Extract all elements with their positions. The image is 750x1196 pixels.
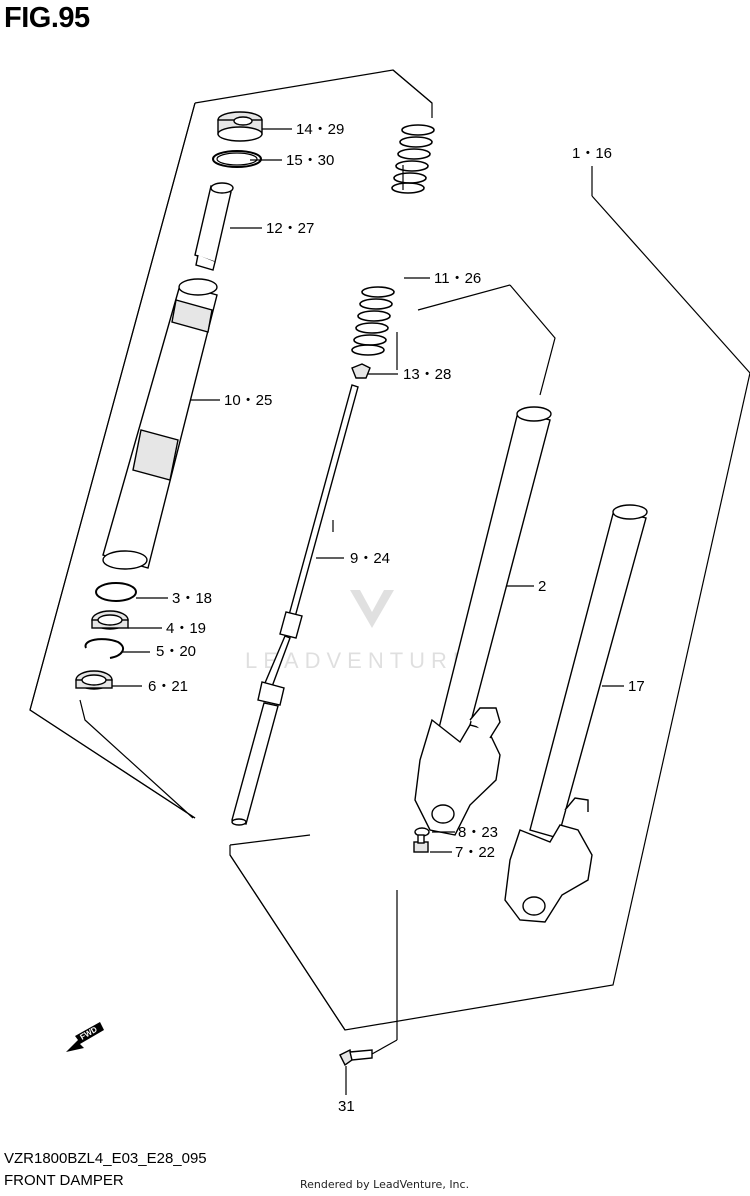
callout-9-24: 9・24 xyxy=(350,550,390,567)
callout-11-26: 11・26 xyxy=(434,270,481,287)
callout-1-16: 1・16 xyxy=(572,145,612,162)
part-inner-tube-left xyxy=(414,406,552,836)
part-damper-rod xyxy=(231,384,359,826)
part-dust-seal xyxy=(75,670,113,690)
left-group-outline xyxy=(29,102,196,819)
part-outer-tube xyxy=(102,278,218,570)
part-spacer xyxy=(194,182,234,271)
figure-title: FIG.95 xyxy=(4,2,90,34)
part-slide-ring xyxy=(95,582,137,602)
part-o-ring xyxy=(212,150,262,168)
part-inner-tube-right xyxy=(504,504,648,923)
middle-group-outline xyxy=(229,69,433,1031)
callout-12-27: 12・27 xyxy=(266,220,314,237)
callout-6-21: 6・21 xyxy=(148,678,188,695)
leader-lines xyxy=(112,128,624,1095)
callout-10-25: 10・25 xyxy=(224,392,272,409)
part-damper-bolt xyxy=(413,834,429,853)
callout-13-28: 13・28 xyxy=(403,366,451,383)
model-code: VZR1800BZL4_E03_E28_095 xyxy=(4,1150,207,1167)
render-credit: Rendered by LeadVenture, Inc. xyxy=(300,1178,470,1191)
callout-14-29: 14・29 xyxy=(296,121,344,138)
part-cap-bolt xyxy=(217,111,263,142)
part-lock-nut xyxy=(351,363,371,379)
fork-group-outline xyxy=(396,284,556,1010)
callout-3-18: 3・18 xyxy=(172,590,212,607)
fwd-arrow-icon: FWD xyxy=(66,1022,104,1052)
part-stopper-ring xyxy=(84,638,125,659)
part-clamp-bolt xyxy=(339,1048,373,1067)
callout-15-30: 15・30 xyxy=(286,152,334,169)
callout-5-20: 5・20 xyxy=(156,643,196,660)
callout-4-19: 4・19 xyxy=(166,620,206,637)
callout-2: 2 xyxy=(538,578,546,595)
callout-31: 31 xyxy=(338,1098,355,1115)
callout-17: 17 xyxy=(628,678,645,695)
callout-7-22: 7・22 xyxy=(455,844,495,861)
part-fork-spring xyxy=(351,124,435,356)
figure-caption: FRONT DAMPER xyxy=(4,1172,124,1189)
callout-8-23: 8・23 xyxy=(458,824,498,841)
part-oil-seal xyxy=(91,610,129,630)
